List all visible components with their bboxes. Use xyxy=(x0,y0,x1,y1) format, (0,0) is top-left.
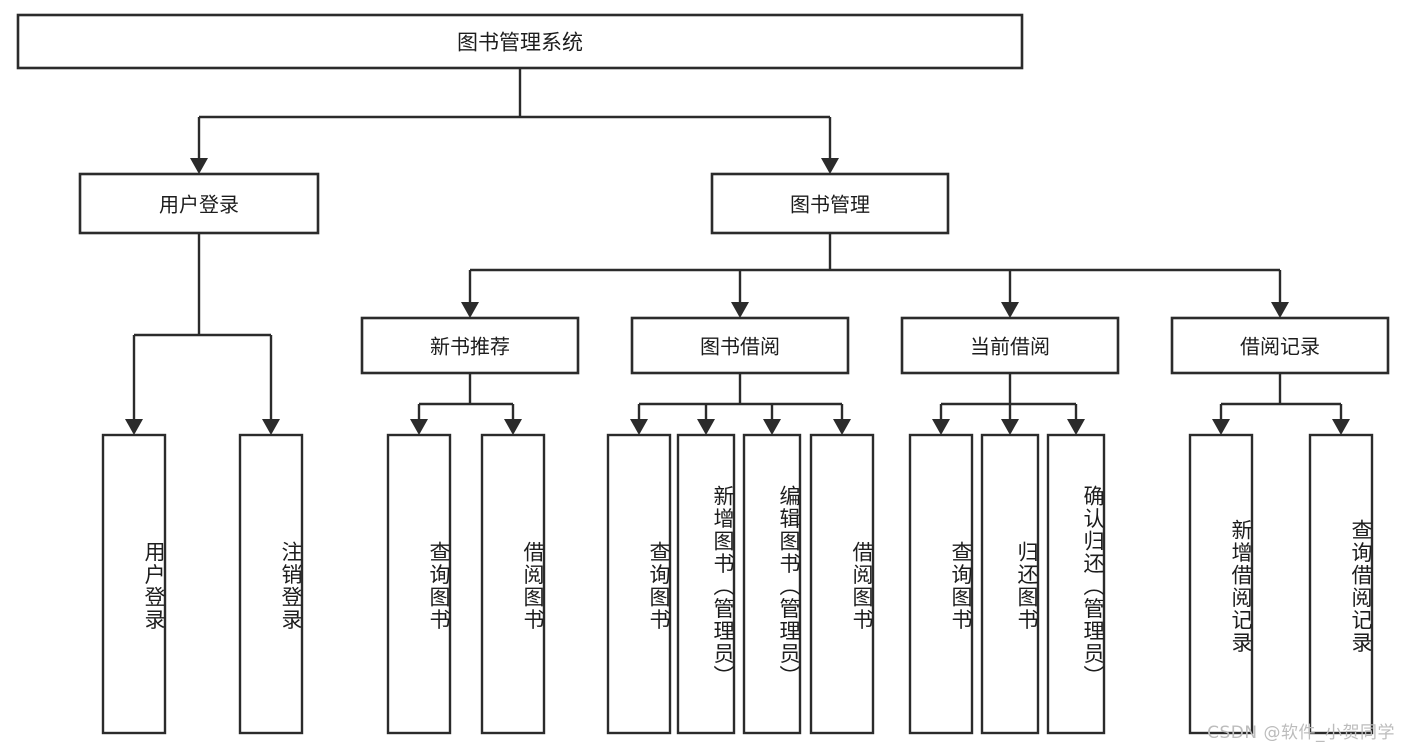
node-box-leaf-user-login[interactable] xyxy=(101,433,167,735)
node-box-leaf-logout[interactable] xyxy=(238,433,304,735)
connector-arrow-icon xyxy=(697,419,715,435)
node-box-leaf-query-record[interactable] xyxy=(1308,433,1374,735)
connector-arrow-icon xyxy=(1271,302,1289,318)
node-label-new-book-recommend: 新书推荐 xyxy=(430,335,510,359)
node-box-book-borrow[interactable] xyxy=(630,316,850,375)
connector-arrow-icon xyxy=(504,419,522,435)
node-box-leaf-query-book-1[interactable] xyxy=(386,433,452,735)
connector-arrow-icon xyxy=(833,419,851,435)
connector-arrow-icon xyxy=(461,302,479,318)
node-label-current-borrow: 当前借阅 xyxy=(970,335,1050,359)
connector-arrow-icon xyxy=(731,302,749,318)
node-label-root: 图书管理系统 xyxy=(457,31,583,55)
connector-arrow-icon xyxy=(1332,419,1350,435)
node-box-new-book-recommend[interactable] xyxy=(360,316,580,375)
node-box-leaf-query-book-2[interactable] xyxy=(606,433,672,735)
connector-arrow-icon xyxy=(630,419,648,435)
node-box-borrow-record[interactable] xyxy=(1170,316,1390,375)
node-box-user-login[interactable] xyxy=(78,172,320,235)
connector-arrow-icon xyxy=(190,158,208,174)
connector-arrow-icon xyxy=(1001,302,1019,318)
node-box-leaf-query-book-3[interactable] xyxy=(908,433,974,735)
connector-arrow-icon xyxy=(821,158,839,174)
node-box-current-borrow[interactable] xyxy=(900,316,1120,375)
node-label-user-login: 用户登录 xyxy=(159,193,239,217)
node-box-root[interactable] xyxy=(16,13,1024,70)
connector-arrow-icon xyxy=(125,419,143,435)
edges-layer xyxy=(125,68,1350,435)
node-box-leaf-add-record[interactable] xyxy=(1188,433,1254,735)
node-box-leaf-borrow-book-1[interactable] xyxy=(480,433,546,735)
connector-arrow-icon xyxy=(763,419,781,435)
connector-arrow-icon xyxy=(262,419,280,435)
node-box-leaf-return-book[interactable] xyxy=(980,433,1040,735)
node-box-book-management[interactable] xyxy=(710,172,950,235)
connector-arrow-icon xyxy=(1212,419,1230,435)
connector-arrow-icon xyxy=(410,419,428,435)
node-box-leaf-add-book[interactable] xyxy=(676,433,736,735)
connector-arrow-icon xyxy=(1001,419,1019,435)
node-label-book-borrow: 图书借阅 xyxy=(700,335,780,359)
connector-arrow-icon xyxy=(932,419,950,435)
node-box-leaf-borrow-book-2[interactable] xyxy=(809,433,875,735)
node-box-leaf-edit-book[interactable] xyxy=(742,433,802,735)
node-box-leaf-confirm-return[interactable] xyxy=(1046,433,1106,735)
watermark-text: CSDN @软件_小贺同学 xyxy=(1207,723,1395,743)
node-label-book-management: 图书管理 xyxy=(790,193,870,217)
node-label-borrow-record: 借阅记录 xyxy=(1240,335,1320,359)
connector-arrow-icon xyxy=(1067,419,1085,435)
